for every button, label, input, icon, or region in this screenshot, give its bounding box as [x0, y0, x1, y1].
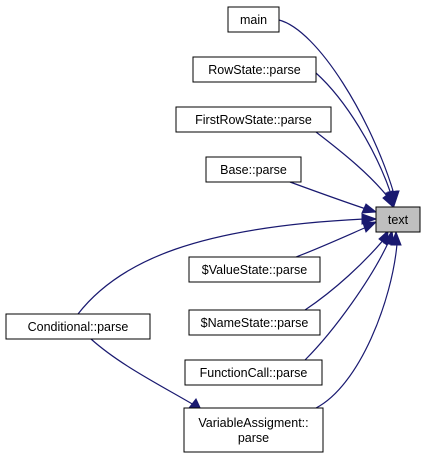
edge-line: [315, 243, 398, 409]
node-functioncall[interactable]: FunctionCall::parse: [184, 359, 323, 386]
nodes-layer: text mainRowState::parseFirstRowState::pa…: [5, 6, 421, 453]
node-label: Conditional::parse: [28, 320, 129, 334]
node-box[interactable]: [375, 206, 421, 233]
node-text[interactable]: text: [375, 206, 421, 233]
node-box[interactable]: [205, 156, 302, 183]
node-label: RowState::parse: [208, 63, 300, 77]
edge-rowstate-to-text: [315, 72, 398, 208]
edge-base-to-text: [289, 181, 378, 214]
node-box[interactable]: [5, 313, 151, 340]
node-label: FirstRowState::parse: [195, 113, 312, 127]
node-label: VariableAssigment::: [198, 416, 308, 430]
node-label: $ValueState::parse: [202, 263, 307, 277]
edge-line: [304, 237, 386, 311]
node-main[interactable]: main: [227, 6, 280, 33]
arrowhead-icon: [383, 229, 395, 246]
node-label: parse: [238, 431, 269, 445]
node-base[interactable]: Base::parse: [205, 156, 302, 183]
node-box[interactable]: [183, 407, 324, 453]
node-box[interactable]: [188, 309, 321, 336]
edge-conditional-to-text: [77, 213, 378, 315]
node-variableassigment[interactable]: VariableAssigment::parse: [183, 407, 324, 453]
edge-line: [77, 218, 365, 315]
node-label: Base::parse: [220, 163, 287, 177]
edge-line: [304, 240, 390, 361]
edge-firstrowstate-to-text: [315, 131, 393, 208]
node-label: text: [388, 213, 409, 227]
edge-valuestate-to-text: [295, 221, 378, 258]
node-box[interactable]: [192, 56, 317, 83]
edge-line: [315, 72, 392, 195]
edges-layer: [77, 19, 402, 413]
edge-line: [278, 19, 395, 195]
node-box[interactable]: [188, 256, 321, 283]
edge-line: [295, 225, 370, 258]
arrowhead-icon: [382, 189, 393, 208]
arrowhead-icon: [361, 203, 378, 214]
node-label: $NameState::parse: [201, 316, 309, 330]
edge-line: [90, 338, 195, 406]
node-firstrowstate[interactable]: FirstRowState::parse: [175, 106, 332, 133]
node-valuestate[interactable]: $ValueState::parse: [188, 256, 321, 283]
node-label: FunctionCall::parse: [200, 366, 308, 380]
node-box[interactable]: [184, 359, 323, 386]
edge-line: [289, 181, 370, 211]
node-label: main: [240, 13, 267, 27]
arrowhead-icon: [390, 230, 402, 246]
arrowhead-icon: [362, 221, 378, 233]
node-box[interactable]: [227, 6, 280, 33]
arrowhead-icon: [361, 213, 378, 225]
edge-functioncall-to-text: [304, 229, 395, 361]
node-conditional[interactable]: Conditional::parse: [5, 313, 151, 340]
edge-variableassigment-to-text: [315, 230, 402, 409]
node-namestate[interactable]: $NameState::parse: [188, 309, 321, 336]
node-box[interactable]: [175, 106, 332, 133]
edge-line: [315, 131, 388, 197]
node-rowstate[interactable]: RowState::parse: [192, 56, 317, 83]
